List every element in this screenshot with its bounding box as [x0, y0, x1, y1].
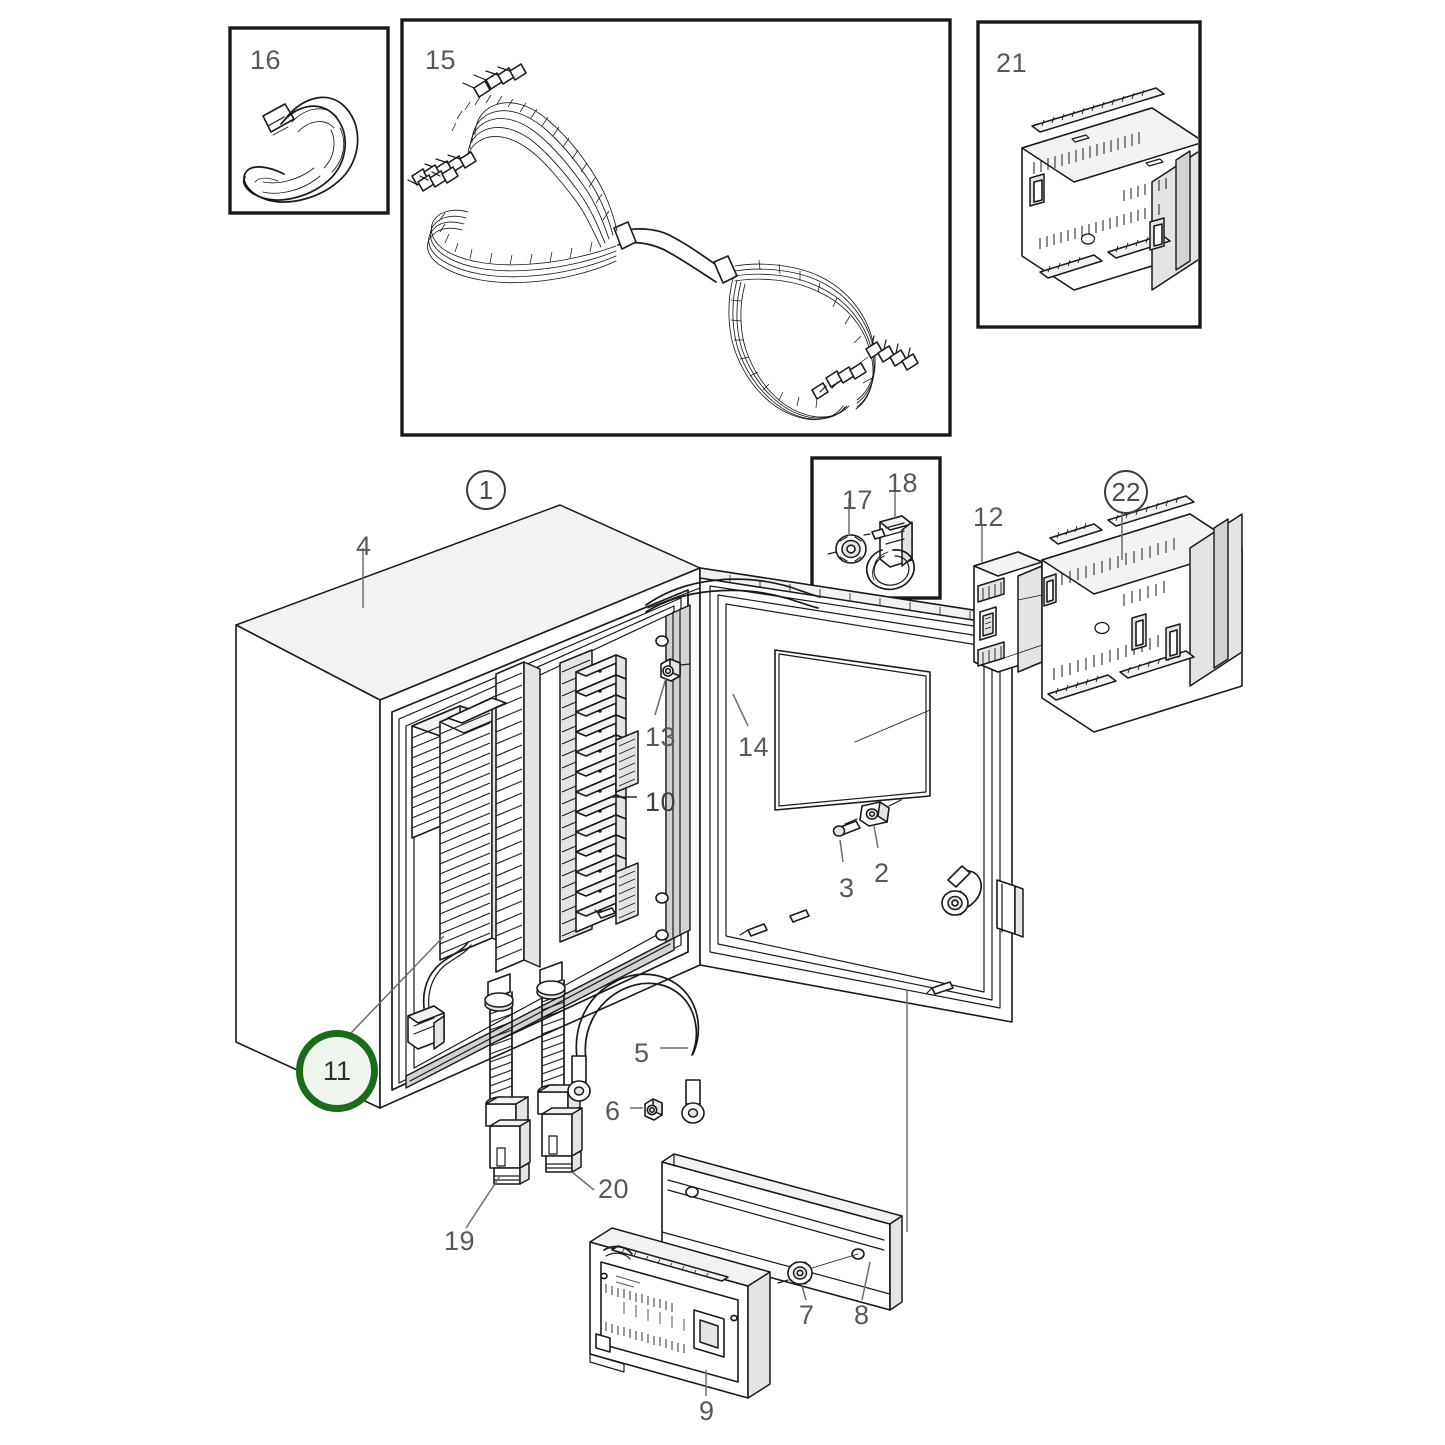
- callout-highlight-11-text: 11: [322, 1055, 352, 1086]
- part-17-18-detail: [827, 515, 915, 591]
- callout-label-7: 7: [799, 1300, 815, 1330]
- part-19-cable-gland: [485, 1096, 531, 1185]
- callout-label-21: 21: [996, 48, 1028, 78]
- callout-label-2: 2: [874, 858, 890, 888]
- callout-circle-1-text: 1: [478, 474, 494, 505]
- callout-label-3: 3: [839, 873, 855, 903]
- callout-label-16: 16: [250, 45, 282, 75]
- part-20-cable-gland: [537, 1084, 583, 1173]
- callout-circle-22: 22: [1104, 470, 1148, 514]
- cabinet-door: [699, 567, 1024, 1023]
- part-15-wiring-harness: [407, 63, 919, 420]
- callout-label-9: 9: [699, 1396, 715, 1426]
- harness-route-to-detail: [645, 578, 821, 613]
- detail-box-17-18: [810, 456, 942, 600]
- callout-label-19: 19: [444, 1226, 476, 1256]
- callout-label-6: 6: [605, 1096, 621, 1126]
- part-21-electronic-module: [1021, 87, 1198, 291]
- callout-label-13: 13: [645, 722, 677, 752]
- callout-label-4: 4: [356, 531, 372, 561]
- detail-box-16: [228, 26, 390, 215]
- part-13-nut: [660, 658, 691, 682]
- callout-label-14: 14: [738, 732, 770, 762]
- callout-label-20: 20: [598, 1174, 630, 1204]
- callout-highlight-11: 11: [296, 1030, 378, 1112]
- part-2-bracket: [859, 799, 902, 827]
- door-latch: [941, 865, 983, 916]
- callout-label-15: 15: [425, 45, 457, 75]
- part-22-io-module: [1041, 495, 1243, 733]
- cabinet-bottom-cabling: [405, 937, 705, 1185]
- callout-label-10: 10: [645, 787, 677, 817]
- part-10-relay-blocks: [559, 649, 639, 943]
- leader-lines: [350, 482, 1123, 1396]
- callout-circle-22-text: 22: [1111, 476, 1141, 507]
- part-11-terminal-strip-stack: [411, 661, 541, 973]
- part-9-control-board: [589, 1227, 771, 1399]
- callout-circle-1: 1: [466, 470, 506, 510]
- part-6-nut: [644, 1098, 663, 1121]
- part-5-ground-strap: [567, 973, 705, 1124]
- callout-label-12: 12: [973, 502, 1005, 532]
- callout-label-8: 8: [854, 1300, 870, 1330]
- callout-label-18: 18: [887, 468, 919, 498]
- part-12-interface-module: [973, 551, 1093, 673]
- part-8-din-rail: [661, 1153, 903, 1311]
- callout-label-5: 5: [634, 1038, 650, 1068]
- part-16-cable-tie: [243, 96, 359, 203]
- door-hinges: [996, 879, 1024, 938]
- detail-box-frames: [228, 18, 1202, 600]
- part-3-screw: [832, 818, 861, 837]
- callout-label-17: 17: [842, 485, 874, 515]
- part-7-screw: [777, 1253, 859, 1285]
